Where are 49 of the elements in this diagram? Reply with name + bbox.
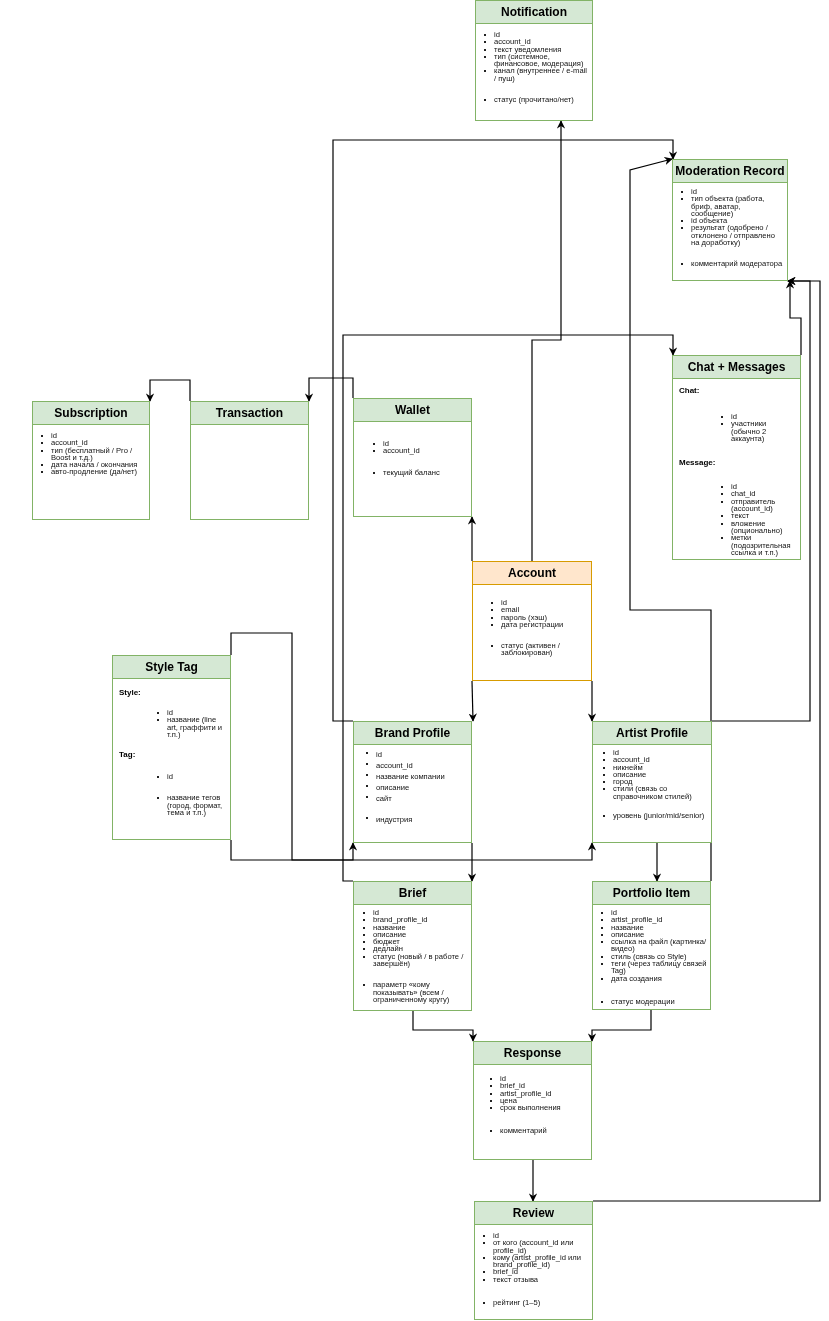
table-header: Wallet [354, 399, 471, 422]
entity-table [473, 1041, 592, 1160]
table-header: Notification [476, 1, 592, 24]
table-header: Brand Profile [354, 722, 471, 745]
arrow [587, 1009, 652, 1042]
entity-table [472, 561, 592, 681]
arrow [531, 120, 566, 562]
table-header: Subscription [33, 402, 149, 425]
entity-table [474, 1201, 593, 1320]
arrow [230, 632, 358, 861]
arrow [145, 379, 191, 402]
entity-table [353, 721, 472, 843]
table-header: Moderation Record [673, 160, 787, 183]
entity-table [32, 401, 150, 520]
entity-table [592, 721, 712, 843]
entity-table [190, 401, 309, 520]
table-header: Response [474, 1042, 591, 1065]
arrow [304, 377, 354, 402]
section-label: Chat: [678, 386, 701, 395]
entity-table [475, 0, 593, 121]
entity-table [672, 159, 788, 281]
arrow [652, 842, 662, 882]
entity-table [112, 655, 231, 840]
table-header: Transaction [191, 402, 308, 425]
arrow [467, 516, 477, 562]
table-header: Artist Profile [593, 722, 711, 745]
table-header: Portfolio Item [593, 882, 710, 905]
entity-table [353, 398, 472, 517]
section-label: Message: [678, 458, 717, 468]
entity-table [353, 881, 472, 1011]
arrow [342, 334, 678, 882]
arrow [592, 276, 821, 1202]
table-header: Account [473, 562, 591, 585]
arrow [467, 842, 477, 882]
section-label: Tag: [118, 750, 137, 760]
arrow [230, 839, 597, 861]
arrow [528, 1159, 538, 1202]
arrow [587, 680, 597, 722]
table-header: Chat + Messages [673, 356, 800, 379]
arrow [332, 139, 678, 722]
table-header: Brief [354, 882, 471, 905]
arrow [785, 280, 802, 356]
arrow [412, 1010, 478, 1042]
entity-table [592, 881, 711, 1010]
table-header: Review [475, 1202, 592, 1225]
entity-table [672, 355, 801, 560]
arrow [468, 680, 477, 722]
section-label: Style: [118, 688, 142, 697]
table-header: Style Tag [113, 656, 230, 679]
